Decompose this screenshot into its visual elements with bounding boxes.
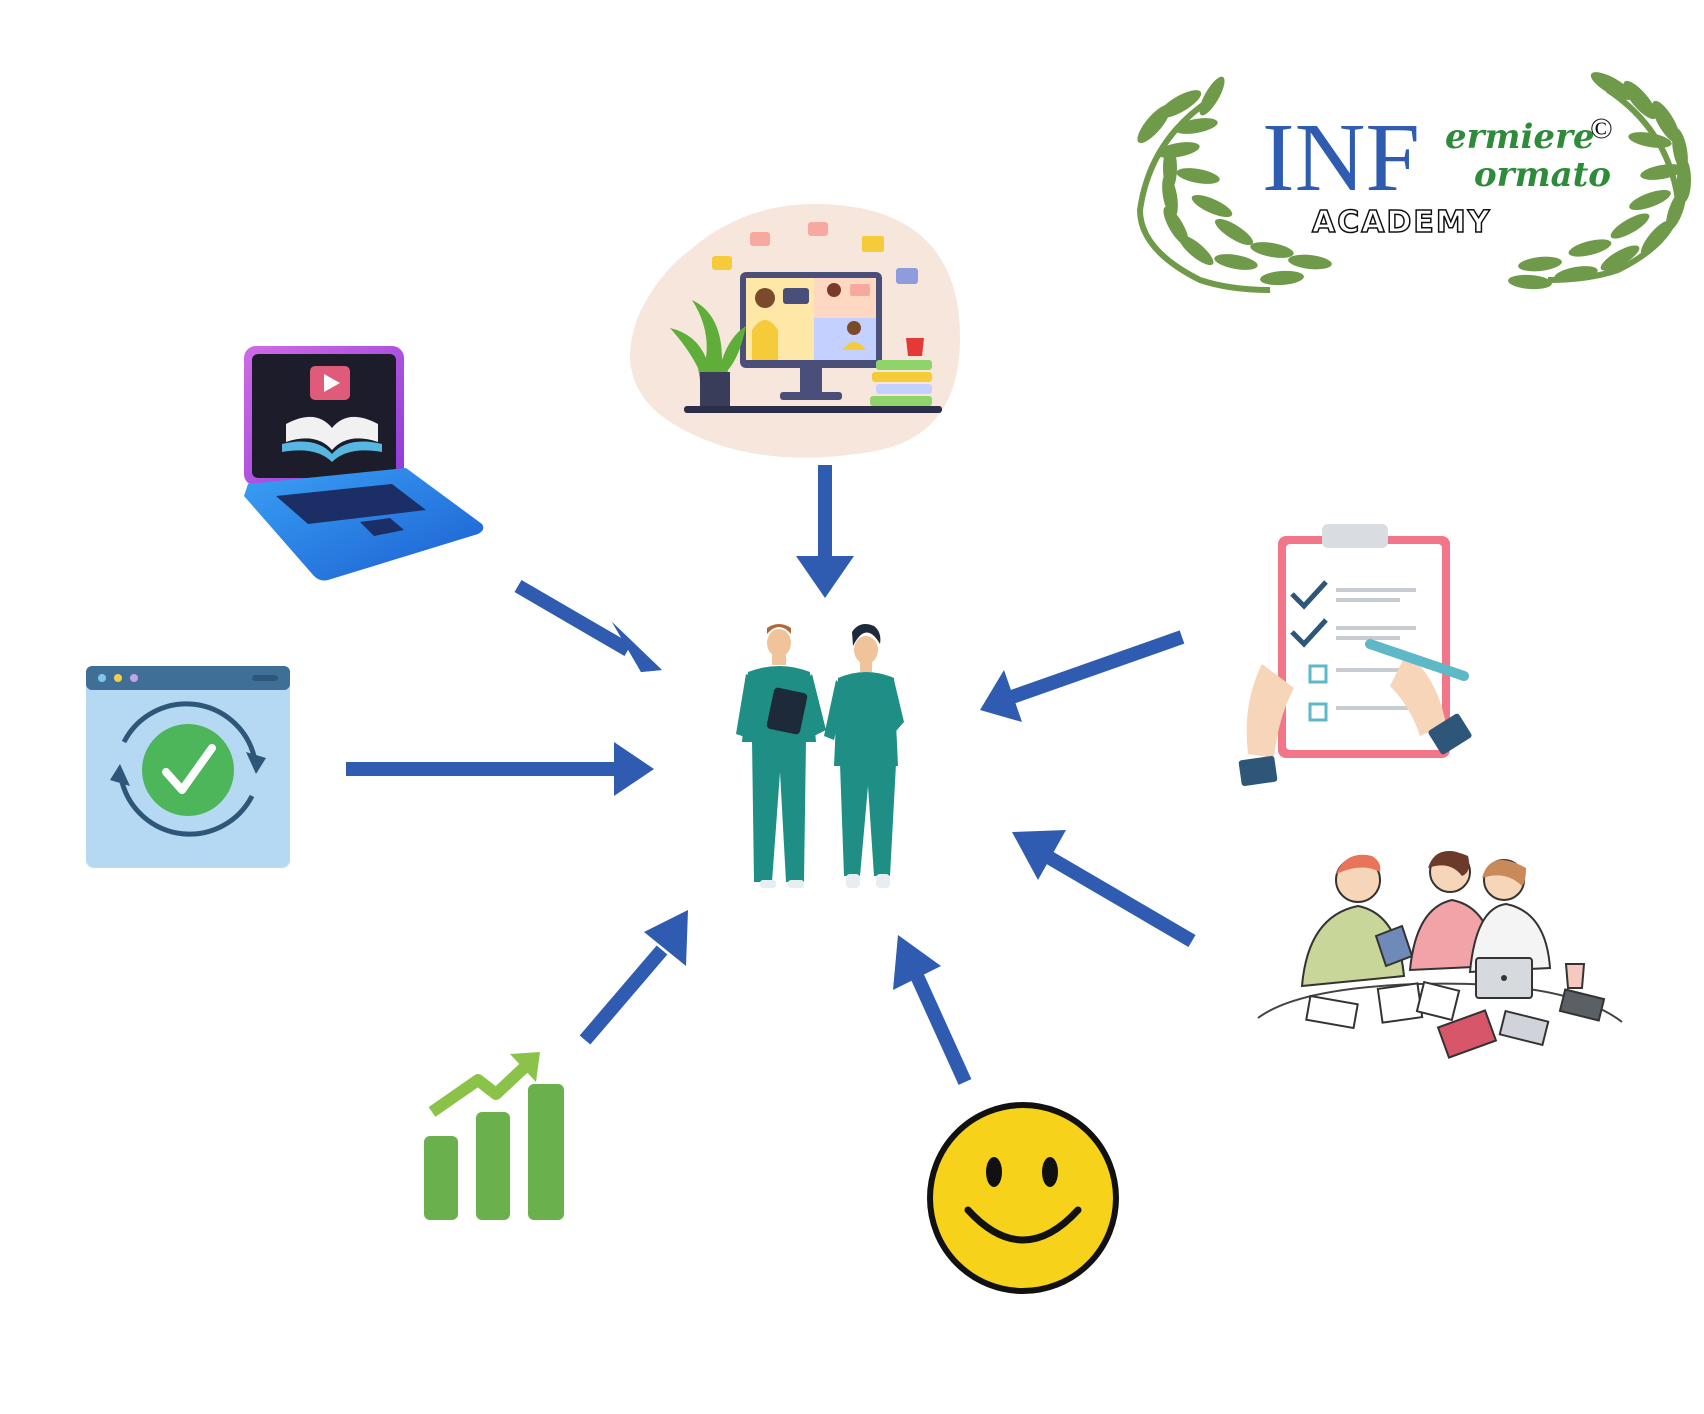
- arrow-from-video-lesson: [796, 465, 854, 598]
- video-lesson-icon: [630, 203, 960, 458]
- arrows: [346, 465, 1196, 1085]
- logo-tagline: ACADEMY: [1312, 205, 1491, 240]
- browser-sync-check-icon: [86, 666, 290, 868]
- arrow-from-laptop: [514, 579, 662, 672]
- arrow-from-smiley: [893, 935, 972, 1085]
- arrow-from-chart: [579, 910, 688, 1045]
- laurel-left: [1136, 76, 1332, 293]
- logo-line1: ermiere: [1445, 117, 1595, 157]
- checklist-clipboard-icon: [1238, 524, 1472, 786]
- laptop-ebook-icon: [244, 346, 484, 581]
- smiley-face-icon: [927, 1102, 1119, 1294]
- logo-wordmark: INF: [1262, 104, 1420, 212]
- female-nurse: [824, 624, 904, 888]
- arrow-from-study-group: [1012, 830, 1196, 948]
- arrow-from-browser-check: [346, 742, 654, 796]
- male-nurse: [736, 624, 826, 888]
- growth-bar-chart-icon: [424, 1052, 564, 1220]
- study-group-icon: [1257, 851, 1623, 1059]
- logo-line2: ormato: [1474, 155, 1611, 195]
- arrow-from-checklist: [980, 630, 1185, 722]
- infermiere-formato-logo: INF ermiere ormato © ACADEMY: [1136, 72, 1691, 293]
- nurses-icon: [736, 624, 904, 888]
- laurel-right: [1508, 72, 1691, 290]
- logo-copyright: ©: [1590, 112, 1613, 145]
